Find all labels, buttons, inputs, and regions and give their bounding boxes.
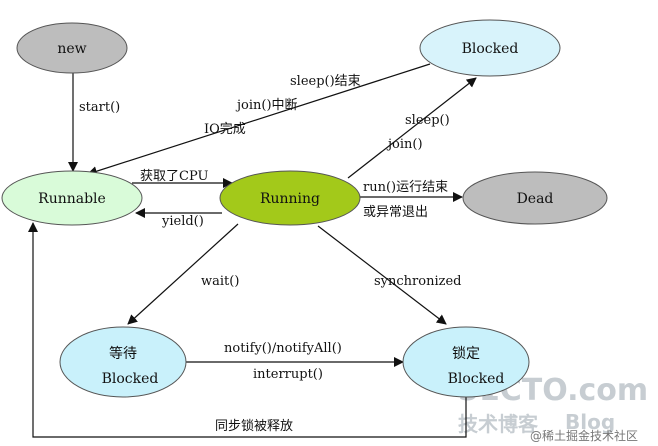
watermark-site-cn: 技术博客 [458,412,539,436]
watermark-credit: @稀土掘金技术社区 [530,428,638,443]
label-get-cpu: 获取了CPU [140,169,208,184]
node-lock-blocked-shape [402,326,530,398]
label-join-interrupt: join()中断 [235,98,298,113]
edge-running-to-lock [317,225,447,325]
node-runnable-shape [1,170,143,226]
label-wait: wait() [201,274,239,289]
label-start: start() [79,100,120,115]
node-blocked-top-shape [419,19,561,77]
node-runnable-label: Runnable [38,191,106,207]
node-running-label: Running [260,191,320,207]
label-notify: notify()/notifyAll() [224,341,342,356]
label-run-end: run()运行结束 [363,180,448,195]
node-dead-label: Dead [517,191,554,207]
node-lock-blocked-line1: 锁定 [452,346,480,362]
node-dead: Dead [462,171,608,225]
node-new: new [16,22,128,74]
node-wait-blocked: 等待 Blocked [59,326,187,398]
label-sleep: sleep() [405,113,450,128]
node-lock-blocked-line2: Blocked [448,371,505,387]
label-lock-released: 同步锁被释放 [215,418,293,434]
node-runnable: Runnable [1,170,143,226]
node-dead-shape [462,171,608,225]
label-synchronized: synchronized [374,274,461,289]
node-new-shape [16,22,128,74]
edge-lock-to-runnable [28,222,467,438]
node-wait-blocked-shape [59,326,187,398]
label-yield: yield() [161,214,204,229]
node-running-shape [219,170,361,226]
node-blocked-top: Blocked [419,19,561,77]
node-new-label: new [57,41,86,57]
node-wait-blocked-line2: Blocked [102,371,159,387]
label-interrupt: interrupt() [253,367,323,382]
label-join: join() [386,137,423,152]
label-exception-exit: 或异常退出 [363,205,428,220]
node-blocked-top-label: Blocked [462,41,519,57]
edge-running-to-blocked [347,77,477,179]
edge-running-to-wait [127,223,239,325]
watermark-blog: Blog [565,410,615,434]
node-running: Running [219,170,361,226]
watermark: 51CTO.com 技术博客 Blog @稀土掘金技术社区 [458,373,648,443]
edge-blocked-to-runnable [87,63,431,177]
node-lock-blocked: 锁定 Blocked [402,326,530,398]
label-io-done: IO完成 [204,122,246,137]
node-wait-blocked-line1: 等待 [109,345,137,362]
label-sleep-end: sleep()结束 [290,74,361,89]
